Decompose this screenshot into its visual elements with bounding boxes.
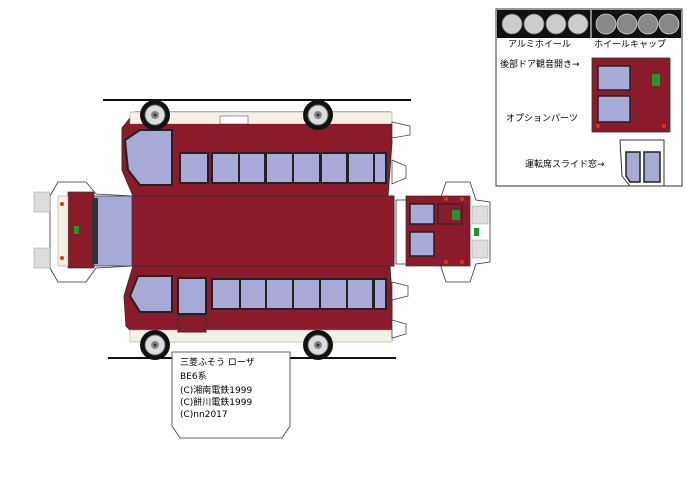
rear-panel bbox=[395, 181, 491, 283]
rear-door-part bbox=[591, 57, 671, 133]
driver-window-label: 運転席スライド窓→ bbox=[525, 160, 605, 170]
driver-window-part bbox=[619, 139, 665, 187]
model-type: BE6系 bbox=[180, 372, 207, 382]
label-tab bbox=[171, 351, 291, 439]
credit-line-3: (C)nn2017 bbox=[180, 410, 228, 420]
cap-wheels bbox=[595, 13, 680, 35]
roof-panel bbox=[131, 195, 395, 267]
side-panel-upper bbox=[121, 111, 411, 197]
credit-line-1: (C)湘南電鉄1999 bbox=[180, 386, 253, 396]
rear-door-label: 後部ドア観音開き→ bbox=[500, 60, 580, 70]
credit-line-2: (C)餅川電鉄1999 bbox=[180, 398, 253, 408]
model-name: 三菱ふそう ローザ bbox=[180, 358, 255, 368]
wheel-front-upper bbox=[139, 99, 171, 131]
wheel-rear-upper bbox=[302, 99, 334, 131]
side-panel-lower bbox=[123, 265, 409, 343]
front-panel bbox=[33, 181, 133, 283]
wheel-alloy-label: アルミホイール bbox=[508, 40, 571, 50]
options-label: オプションパーツ bbox=[506, 114, 578, 124]
wheel-cap-label: ホイールキャップ bbox=[594, 40, 667, 50]
alloy-wheels bbox=[501, 13, 589, 35]
wheel-rear-lower bbox=[302, 329, 334, 361]
wheel-front-lower bbox=[139, 329, 171, 361]
